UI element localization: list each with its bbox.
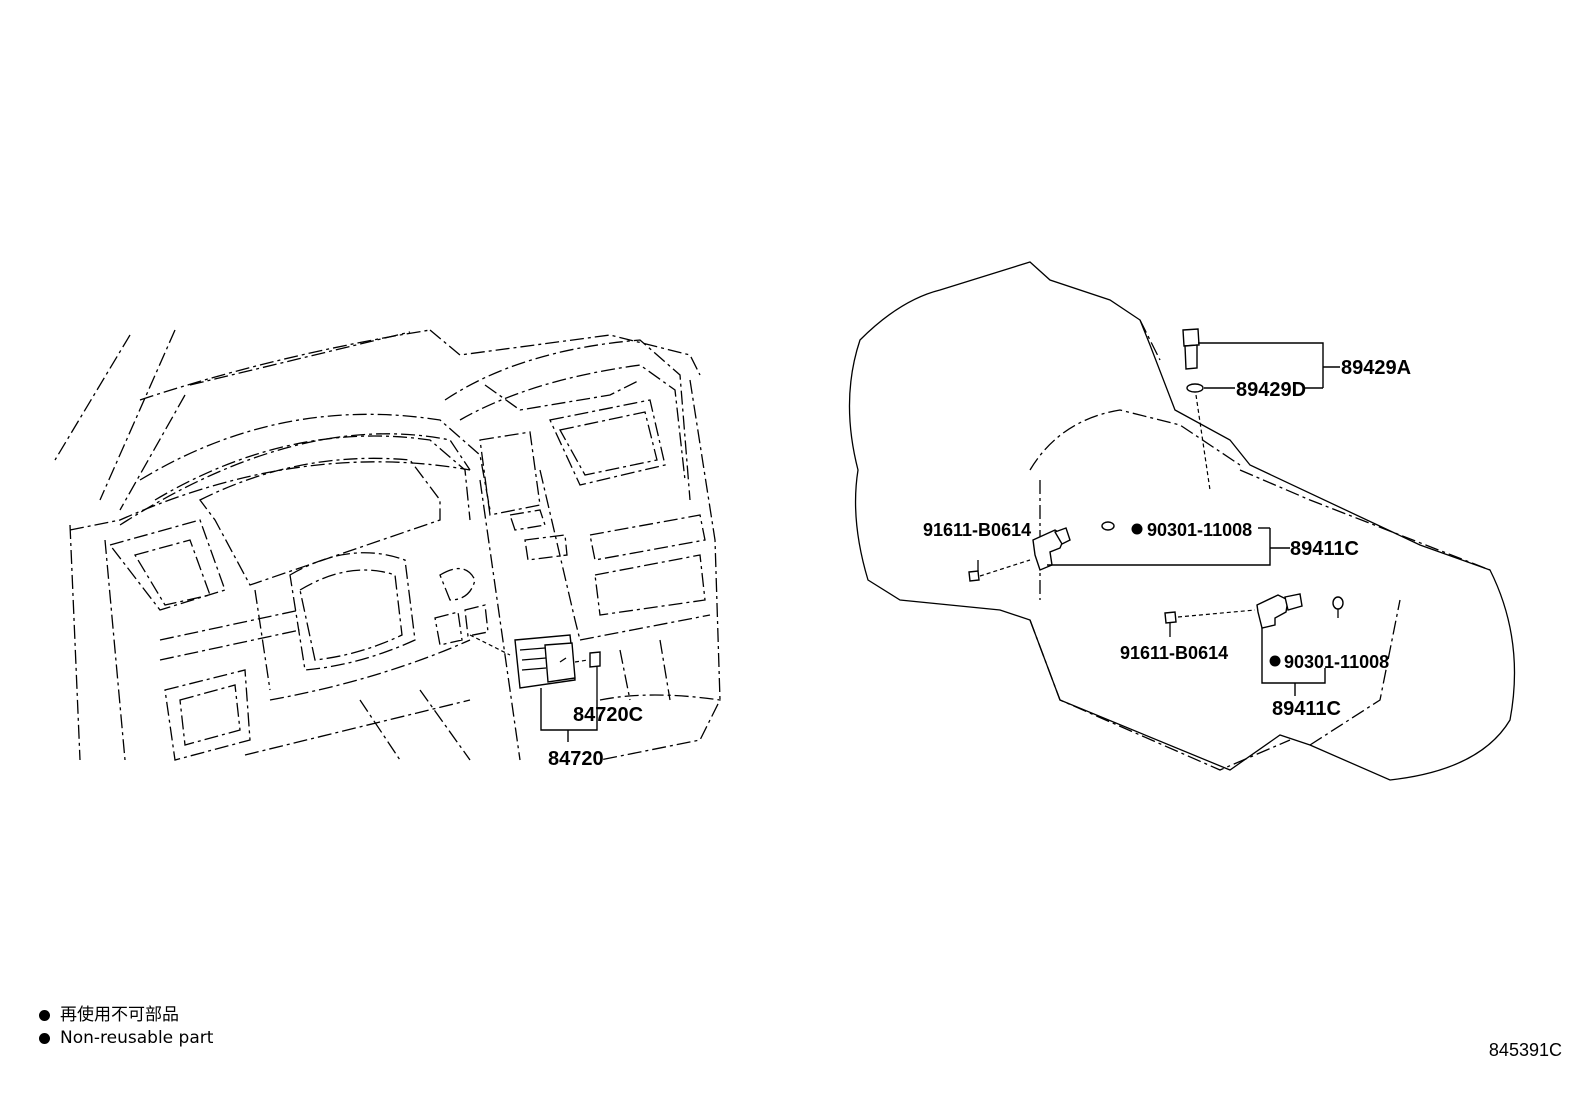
diagram-code: 845391C: [1488, 1040, 1562, 1060]
non-reusable-marker-top: [1131, 523, 1143, 535]
speed-sensor-top: [968, 521, 1115, 582]
bullet-icon: [39, 1010, 50, 1021]
leader-89411c-top: [1047, 528, 1290, 566]
bolt-top: [968, 570, 980, 582]
gasket-89429d: [1186, 383, 1204, 393]
legend-en-text: Non-reusable part: [60, 1028, 214, 1048]
legend-jp-text: 再使用不可部品: [60, 1005, 179, 1025]
legend: 再使用不可部品 Non-reusable part: [36, 1004, 213, 1050]
bullet-icon: [39, 1033, 50, 1044]
leader-84720c: [540, 688, 598, 731]
label-89429d: 89429D: [1236, 379, 1306, 401]
label-84720c: 84720C: [573, 704, 643, 726]
bulb-84720c: [574, 651, 601, 700]
transmission-illustration: [848, 261, 1516, 781]
o-ring-top: [1101, 521, 1115, 531]
switch-assembly-84720: [469, 634, 576, 689]
label-91611-bottom: 91611-B0614: [1120, 643, 1228, 663]
bolt-bottom: [1164, 611, 1177, 624]
non-reusable-marker-bottom: [1269, 655, 1281, 667]
leader-89411c-bottom: [1261, 628, 1326, 696]
leader-89429a: [1198, 342, 1340, 388]
label-90301-top: 90301-11008: [1147, 520, 1252, 540]
label-84720: 84720: [548, 748, 604, 770]
o-ring-bottom: [1332, 596, 1344, 610]
dashboard-illustration: [54, 329, 721, 761]
label-91611-top: 91611-B0614: [923, 520, 1031, 540]
label-89411c-top: 89411C: [1290, 538, 1359, 560]
label-90301-bottom: 90301-11008: [1284, 652, 1389, 672]
speed-sensor-bottom: [1164, 593, 1344, 637]
legend-row-en: Non-reusable part: [36, 1027, 213, 1050]
legend-row-jp: 再使用不可部品: [36, 1004, 213, 1027]
pressure-switch-89429a: [1182, 328, 1211, 491]
label-89411c-bottom: 89411C: [1272, 698, 1341, 720]
label-89429a: 89429A: [1341, 357, 1411, 379]
